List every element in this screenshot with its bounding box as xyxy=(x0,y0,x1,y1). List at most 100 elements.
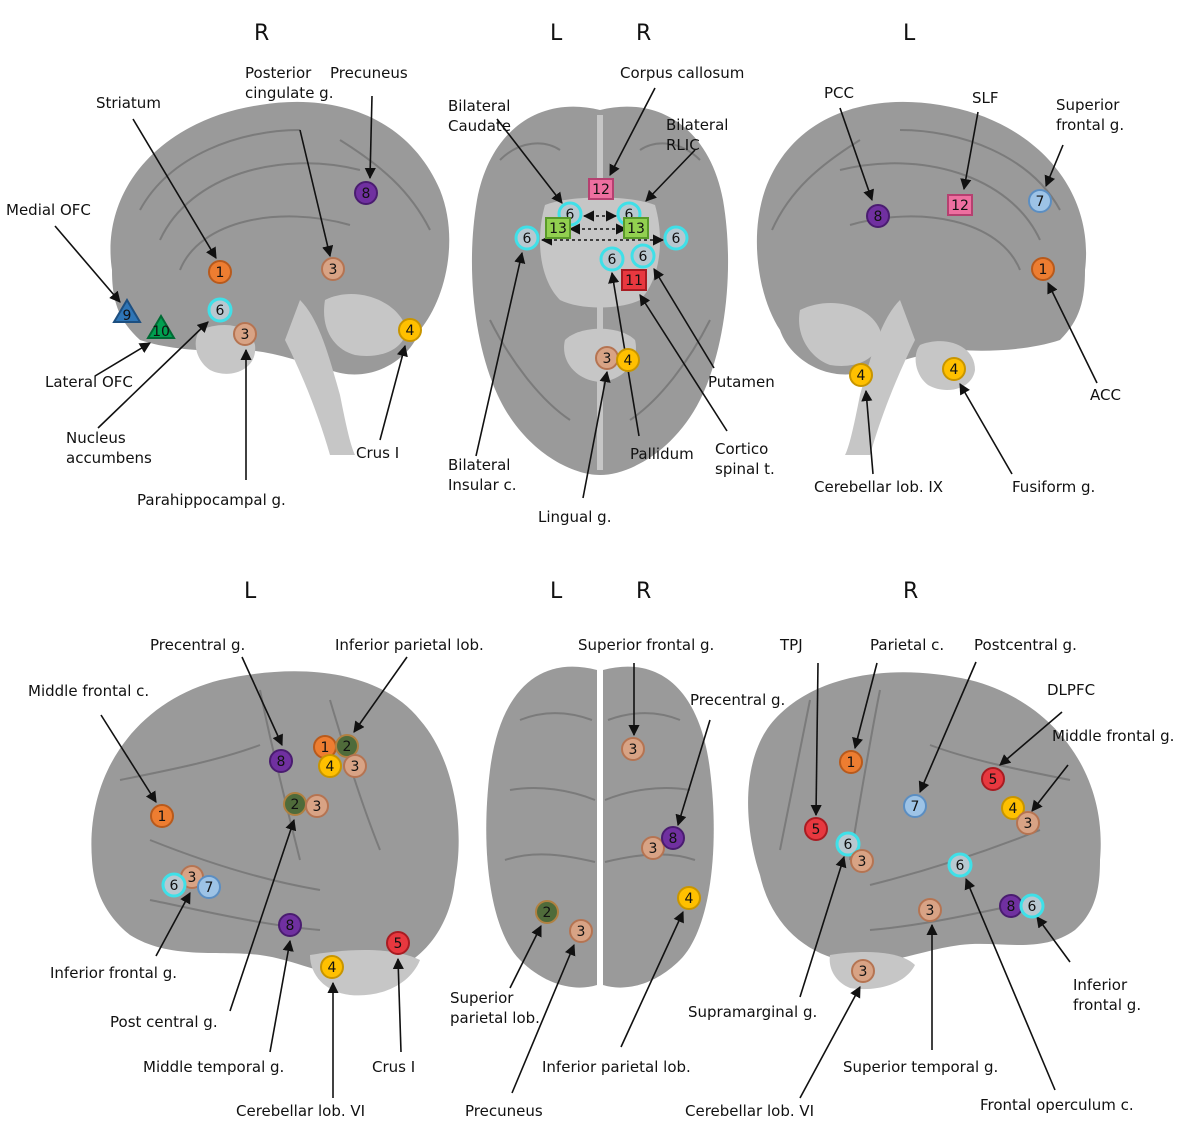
region-label: Middle temporal g. xyxy=(143,1058,284,1076)
brain-axial-image xyxy=(471,106,729,476)
marker-number: 7 xyxy=(911,799,920,815)
marker-circle xyxy=(849,363,873,387)
marker-number: 6 xyxy=(566,207,575,223)
region-label: PCC xyxy=(824,84,854,102)
marker-number: 13 xyxy=(549,221,567,237)
label-arrow xyxy=(645,149,696,202)
marker-number: 6 xyxy=(625,207,634,223)
region-marker-8: 8 xyxy=(354,181,378,205)
marker-number: 4 xyxy=(406,323,415,339)
marker-circle xyxy=(535,900,559,924)
marker-circle xyxy=(804,817,828,841)
label-arrow xyxy=(100,714,157,803)
label-arrow xyxy=(1036,916,1071,963)
region-label: Putamen xyxy=(708,373,775,391)
region-label: Frontal operculum c. xyxy=(980,1096,1134,1114)
label-arrow xyxy=(918,661,977,794)
marker-triangle xyxy=(112,298,142,323)
marker-number: 7 xyxy=(205,880,214,896)
marker-number: 5 xyxy=(989,772,998,788)
side-letter: R xyxy=(254,21,269,46)
label-arrow xyxy=(675,719,711,827)
marker-number: 3 xyxy=(629,742,638,758)
label-arrow xyxy=(861,389,874,475)
label-arrow xyxy=(392,957,404,1053)
region-label: Crus I xyxy=(372,1058,415,1076)
region-label: Fusiform g. xyxy=(1012,478,1095,496)
region-label: Supramarginal g. xyxy=(688,1003,817,1021)
marker-circle xyxy=(569,919,593,943)
label-arrow xyxy=(653,268,715,369)
marker-circle xyxy=(278,913,302,937)
marker-number: 3 xyxy=(577,924,586,940)
region-marker-4: 4 xyxy=(1001,796,1025,820)
region-marker-8: 8 xyxy=(866,204,890,228)
region-label: Post central g. xyxy=(110,1013,218,1031)
marker-number: 3 xyxy=(926,903,935,919)
marker-number: 11 xyxy=(625,273,643,289)
region-marker-8: 8 xyxy=(278,913,302,937)
region-marker-3: 3 xyxy=(595,346,619,370)
region-label: Striatum xyxy=(96,94,161,112)
region-marker-3: 3 xyxy=(850,849,874,873)
marker-circle xyxy=(947,852,973,878)
marker-circle xyxy=(661,826,685,850)
label-arrow xyxy=(1047,281,1098,384)
marker-number: 3 xyxy=(188,870,197,886)
region-marker-4: 4 xyxy=(849,363,873,387)
region-marker-5: 5 xyxy=(981,767,1005,791)
marker-circle xyxy=(1016,811,1040,835)
region-marker-2: 2 xyxy=(535,900,559,924)
label-arrow xyxy=(799,986,861,1099)
region-marker-7: 7 xyxy=(903,794,927,818)
marker-number: 1 xyxy=(1039,262,1048,278)
marker-square xyxy=(947,194,973,216)
region-label: Parietal c. xyxy=(870,636,944,654)
marker-triangle xyxy=(146,314,176,339)
region-label: Cerebellar lob. IX xyxy=(814,478,943,496)
marker-circle xyxy=(621,737,645,761)
marker-number: 6 xyxy=(170,878,179,894)
label-arrow xyxy=(639,294,728,432)
marker-number: 6 xyxy=(523,231,532,247)
marker-circle xyxy=(641,836,665,860)
region-marker-8: 8 xyxy=(999,894,1023,918)
region-marker-6: 6 xyxy=(1019,893,1045,919)
marker-number: 3 xyxy=(351,759,360,775)
region-marker-6: 6 xyxy=(161,872,187,898)
region-label: Parahippocampal g. xyxy=(137,491,286,509)
marker-number: 3 xyxy=(329,262,338,278)
marker-circle xyxy=(942,357,966,381)
region-label: Crus I xyxy=(356,444,399,462)
label-arrow xyxy=(959,383,1013,475)
marker-circle xyxy=(839,750,863,774)
region-marker-3: 3 xyxy=(233,322,257,346)
marker-number: 6 xyxy=(956,858,965,874)
label-arrow xyxy=(132,118,217,259)
region-marker-4: 4 xyxy=(942,357,966,381)
region-marker-4: 4 xyxy=(616,348,640,372)
marker-number: 1 xyxy=(321,740,330,756)
marker-number: 1 xyxy=(847,755,856,771)
marker-square xyxy=(621,269,647,291)
region-marker-8: 8 xyxy=(269,749,293,773)
region-marker-3: 3 xyxy=(343,754,367,778)
marker-number: 1 xyxy=(158,809,167,825)
region-marker-4: 4 xyxy=(398,318,422,342)
marker-circle xyxy=(386,931,410,955)
region-marker-11: 11 xyxy=(621,269,647,291)
region-label: DLPFC xyxy=(1047,681,1095,699)
region-marker-6: 6 xyxy=(835,831,861,857)
region-marker-8: 8 xyxy=(661,826,685,850)
marker-number: 6 xyxy=(216,303,225,319)
region-marker-9: 9 xyxy=(112,298,142,324)
region-marker-2: 2 xyxy=(283,792,307,816)
region-marker-6: 6 xyxy=(514,225,540,251)
side-letter: L xyxy=(550,21,563,46)
marker-number: 3 xyxy=(649,841,658,857)
marker-number: 3 xyxy=(603,351,612,367)
label-arrow xyxy=(964,877,1056,1091)
